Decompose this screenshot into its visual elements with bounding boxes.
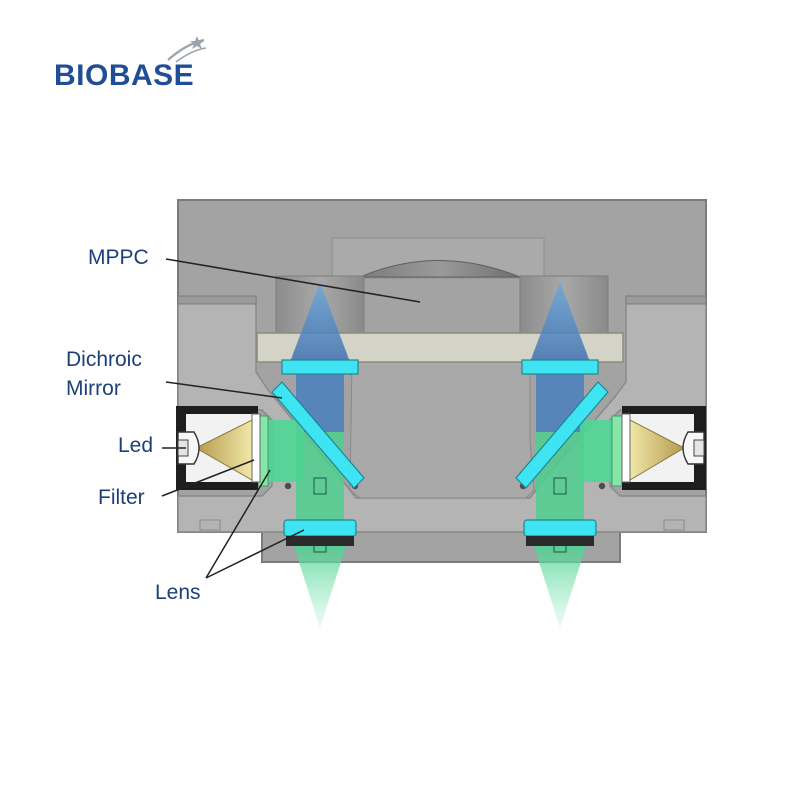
brand-logo: BIOBASE bbox=[54, 36, 207, 92]
dichroic-label-line1: Dichroic bbox=[66, 348, 142, 371]
mppc-label: MPPC bbox=[88, 246, 149, 269]
filter-label: Filter bbox=[98, 486, 145, 509]
dome-window bbox=[359, 260, 521, 278]
brand-logo-text: BIOBASE bbox=[54, 59, 194, 92]
left-detection-beam bbox=[290, 282, 350, 362]
led-label: Led bbox=[118, 434, 153, 457]
right-output-cone bbox=[532, 540, 588, 628]
right-lower-lens bbox=[523, 519, 597, 537]
filter-leader bbox=[161, 459, 255, 497]
dichroic-label-line2: Mirror bbox=[66, 377, 121, 400]
central-cavity bbox=[349, 359, 535, 499]
lens-label: Lens bbox=[155, 581, 201, 604]
left-led-assembly bbox=[176, 406, 261, 490]
left-lower-lens bbox=[283, 519, 357, 537]
right-detection-beam bbox=[530, 282, 590, 362]
dichroic-leader bbox=[165, 381, 283, 399]
lens-leader-2 bbox=[205, 529, 305, 579]
module-housing bbox=[177, 199, 707, 563]
detection-beams bbox=[290, 282, 590, 432]
left-dichroic-mirror bbox=[271, 381, 365, 489]
left-emission-filter bbox=[281, 359, 359, 375]
right-excitation-filter bbox=[611, 415, 623, 487]
mppc-leader bbox=[165, 258, 421, 303]
lens-leader-1 bbox=[205, 469, 271, 579]
right-dichroic-mirror bbox=[515, 381, 609, 489]
right-emission-filter bbox=[521, 359, 599, 375]
callouts: MPPC Dichroic Mirror Led Filter Lens bbox=[66, 246, 421, 604]
left-output-cone bbox=[292, 540, 348, 628]
cyan-optics bbox=[257, 359, 623, 546]
logo-swoosh-icon bbox=[167, 36, 207, 63]
right-led-assembly bbox=[621, 406, 706, 490]
